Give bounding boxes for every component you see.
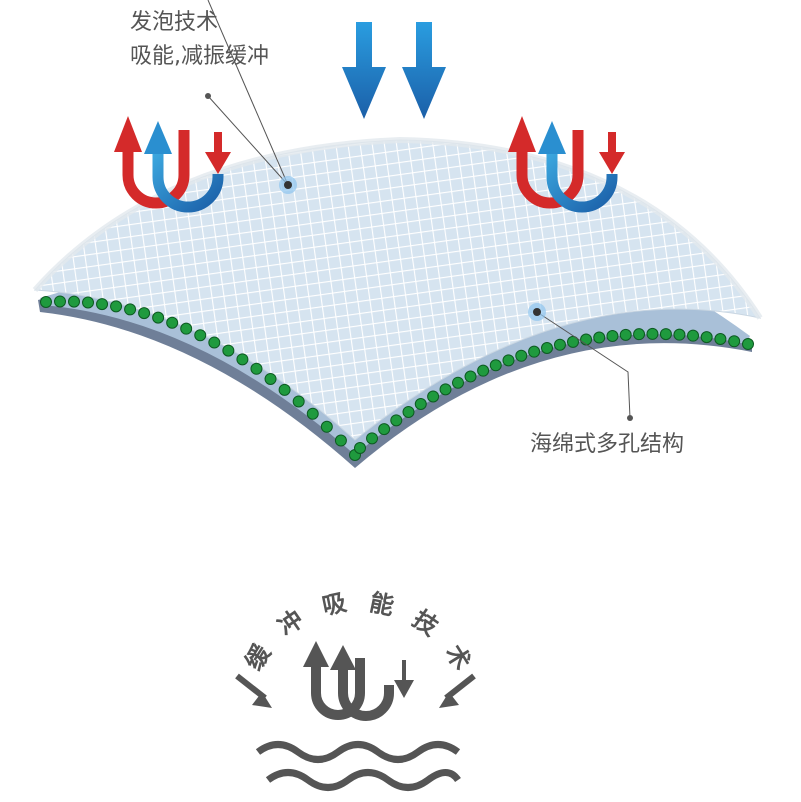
pore-dot <box>528 345 541 358</box>
callout-sponge <box>528 303 633 421</box>
pore-dot <box>250 362 263 375</box>
foam-technology-label: 发泡技术 吸能,减振缓冲 <box>130 6 269 74</box>
pore-dot <box>606 330 619 342</box>
pore-dot <box>378 423 391 436</box>
pore-dot <box>292 395 305 408</box>
energy-return-arrows-left-icon <box>114 116 231 213</box>
pore-dot <box>414 398 427 410</box>
sponge-structure-label: 海绵式多孔结构 <box>530 432 685 457</box>
pore-dot <box>619 328 632 341</box>
foam-description: 吸能,减振缓冲 <box>130 44 269 69</box>
pore-dot <box>742 338 754 350</box>
pore-dot <box>278 383 291 396</box>
pore-dot <box>714 332 727 345</box>
pore-dot <box>366 432 379 445</box>
pore-dot <box>124 303 137 316</box>
emblem-title-char: 吸 <box>320 588 349 620</box>
pore-dot <box>728 335 741 348</box>
pore-dot <box>515 349 528 362</box>
pore-dot <box>566 335 579 348</box>
emblem-title-char: 冲 <box>273 605 309 642</box>
pore-dot <box>700 331 713 344</box>
pore-dot <box>264 372 277 385</box>
pore-dot <box>138 307 151 320</box>
emblem-title-char: 缓 <box>240 639 277 675</box>
pore-dot <box>553 338 566 351</box>
energy-return-arrows-right-icon <box>508 116 625 213</box>
pore-dot <box>40 296 52 308</box>
emblem-title-char: 技 <box>408 605 445 642</box>
green-pore-dots <box>40 295 754 461</box>
callout-foam <box>205 0 297 194</box>
pore-dot <box>306 407 319 420</box>
pore-dot <box>54 295 67 308</box>
cushion-emblem-icon: 缓冲吸能技术 <box>235 588 476 791</box>
pore-dot <box>580 333 593 346</box>
pressure-arrows-icon <box>342 22 446 119</box>
pore-dot <box>222 344 235 357</box>
pore-dot <box>320 420 333 433</box>
pore-dot <box>502 354 515 367</box>
pore-dot <box>659 328 672 341</box>
pore-dot <box>166 316 179 329</box>
pore-dot <box>236 353 249 366</box>
pore-dot <box>82 296 95 309</box>
pore-dot <box>96 298 109 311</box>
pore-dot <box>208 336 221 349</box>
pore-dot <box>334 434 347 447</box>
pore-dot <box>477 364 490 377</box>
pore-dot <box>541 342 553 354</box>
pore-dot <box>489 359 502 372</box>
emblem-title-char: 能 <box>367 588 396 620</box>
pore-dot <box>180 322 193 335</box>
pore-dot <box>110 300 123 313</box>
pore-dot <box>633 328 646 341</box>
pore-dot <box>687 329 700 342</box>
pore-dot <box>354 442 366 454</box>
pore-dot <box>464 370 477 383</box>
mesh-layer <box>33 139 762 441</box>
pore-dot <box>402 405 415 418</box>
pore-dot <box>646 327 659 340</box>
emblem-title-char: 术 <box>440 640 476 675</box>
pore-dot <box>439 383 452 396</box>
pore-dot <box>451 376 464 389</box>
pore-dot <box>152 311 165 324</box>
pore-dot <box>68 295 81 308</box>
pore-dot <box>673 328 686 341</box>
pore-dot <box>390 414 403 427</box>
pore-dot <box>427 390 440 403</box>
pore-dot <box>593 331 606 344</box>
pore-dot <box>194 329 207 342</box>
foam-title: 发泡技术 <box>130 10 219 35</box>
